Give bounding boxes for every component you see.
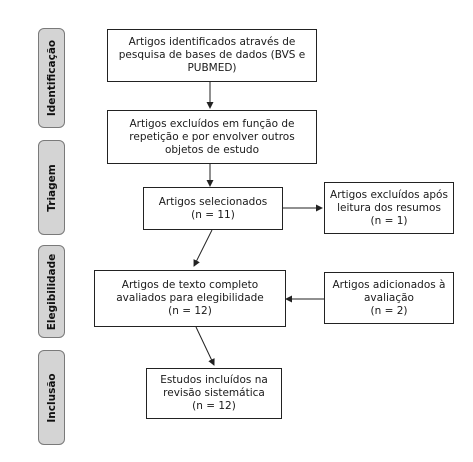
box-excluded-repetition: Artigos excluídos em função de repetição… [107, 110, 317, 164]
box-fulltext: Artigos de texto completo avaliados para… [94, 270, 286, 327]
box-line: objetos de estudo [164, 143, 260, 156]
box-line: (n = 12) [168, 305, 212, 317]
box-line: Artigos excluídos em função de [129, 117, 295, 130]
box-line: PUBMED) [187, 62, 237, 74]
box-line: Artigos selecionados [158, 195, 268, 208]
box-line: leitura dos resumos [337, 201, 441, 214]
arrow-selected-to-fulltext [193, 229, 213, 267]
box-line: Artigos excluídos após [330, 188, 448, 201]
box-excluded-abstracts: Artigos excluídos após leitura dos resum… [324, 182, 454, 234]
box-line: Artigos de texto completo [121, 279, 259, 291]
box-line: avaliados para elegibilidade [116, 292, 264, 304]
box-line: repetição e por envolver outros [129, 130, 295, 143]
box-line: (n = 2) [370, 304, 408, 317]
lane-identificacao: Identificação [38, 28, 65, 128]
arrow-fulltext-to-included [195, 326, 215, 366]
box-line: avaliação [364, 291, 414, 304]
box-line: (n = 12) [192, 400, 236, 412]
box-line: revisão sistemática [163, 387, 265, 399]
box-line: Artigos adicionados à [332, 278, 446, 291]
box-identified: Artigos identificados através de pesquis… [107, 29, 317, 82]
box-included: Estudos incluídos na revisão sistemática… [146, 368, 282, 419]
box-added: Artigos adicionados à avaliação (n = 2) [324, 272, 454, 324]
lane-inclusao: Inclusão [38, 350, 65, 445]
lane-elegibilidade: Elegibilidade [38, 245, 65, 338]
box-line: Artigos identificados através de [128, 36, 296, 48]
box-selected: Artigos selecionados (n = 11) [143, 187, 283, 230]
box-line: (n = 11) [191, 208, 235, 221]
box-line: pesquisa de bases de dados (BVS e [118, 49, 306, 61]
lane-triagem: Triagem [38, 140, 65, 235]
box-line: (n = 1) [370, 214, 408, 227]
box-line: Estudos incluídos na [160, 374, 268, 386]
